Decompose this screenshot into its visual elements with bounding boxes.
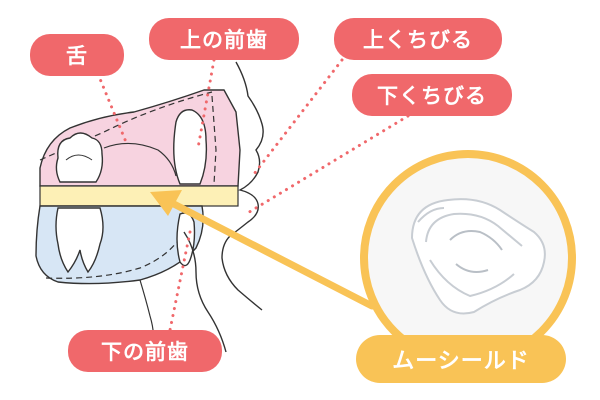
lower-jaw-dashed-line [45,231,185,279]
label-upper-front-teeth: 上の前歯 [149,18,299,60]
lower-face-profile [183,231,227,353]
leader-upper-teeth [196,58,216,150]
product-name-label: ムーシールド [356,335,566,383]
leader-lower-teeth [168,230,192,332]
upper-molar-inner [65,154,93,161]
product-arrow [150,190,376,310]
label-lower-lip: 下くちびる [352,74,512,116]
label-tongue: 舌 [30,34,124,76]
lower-molar [55,207,104,274]
mouthpiece-band [39,185,239,207]
upper-jaw-dashed-back [211,95,217,185]
upper-molar [55,132,104,183]
leader-tongue [96,72,128,144]
upper-jaw-dashed-line [39,91,213,161]
face-profile [221,61,264,311]
tongue-outline [103,142,177,177]
label-upper-lip: 上くちびる [334,18,502,60]
leader-lower-lip [244,114,410,216]
upper-incisor [173,109,208,185]
lower-incisor [176,212,196,267]
mouthpiece-photo [410,198,546,315]
leader-upper-lip [252,58,344,176]
label-lower-front-teeth: 下の前歯 [68,330,222,372]
